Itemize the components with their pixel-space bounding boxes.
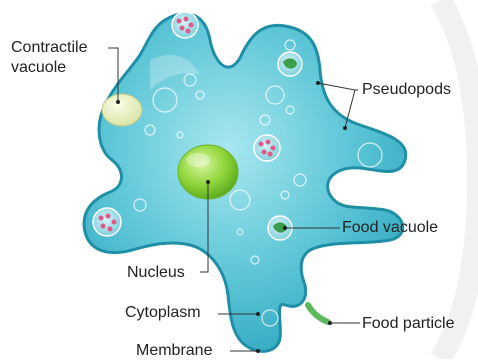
label-food-particle: Food particle xyxy=(362,314,455,333)
background-arc xyxy=(440,0,478,359)
contractile-vacuole xyxy=(102,94,142,126)
label-cytoplasm: Cytoplasm xyxy=(125,303,201,322)
label-pseudopods: Pseudopods xyxy=(362,80,451,99)
label-contractile-vacuole-line1: Contractile xyxy=(11,38,87,57)
label-membrane: Membrane xyxy=(136,341,212,360)
amoeba-body xyxy=(84,14,406,352)
food-vacuole-top xyxy=(172,12,198,38)
food-particle xyxy=(308,305,328,322)
food-vacuole-left xyxy=(93,208,121,236)
food-vacuole-middle xyxy=(254,135,280,161)
label-nucleus: Nucleus xyxy=(127,263,185,282)
label-contractile-vacuole-line2: vacuole xyxy=(11,58,66,77)
food-vacuole-upper-right xyxy=(278,52,302,76)
nucleus-highlight xyxy=(186,153,210,167)
label-food-vacuole: Food vacuole xyxy=(342,218,438,237)
